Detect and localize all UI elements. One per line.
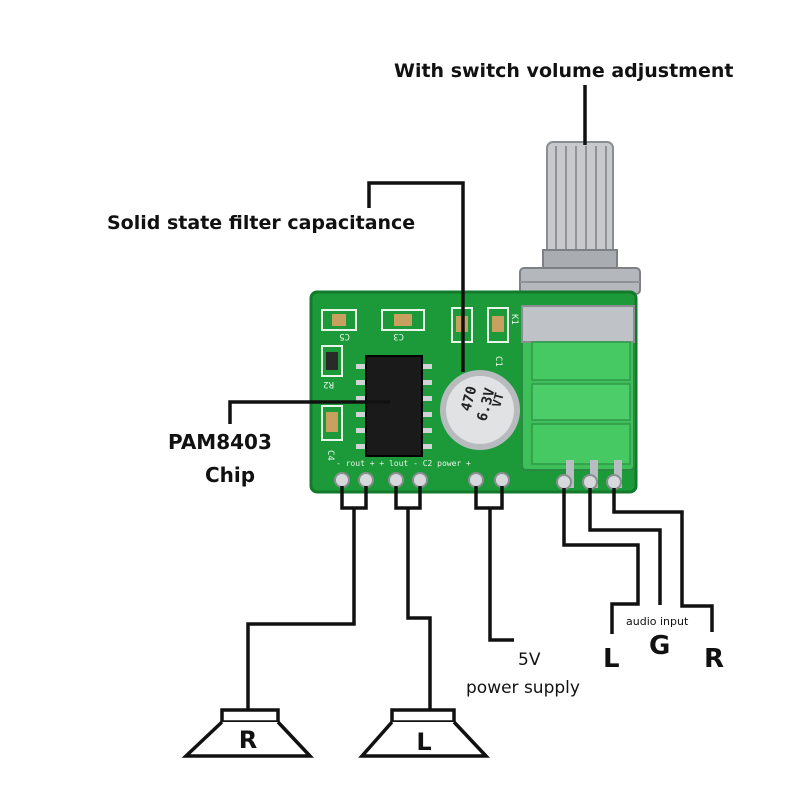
silk-r2: R2 [323, 379, 334, 389]
silk-c1: C1 [493, 356, 503, 367]
chip-leader-line [228, 400, 390, 424]
silk-c5: C5 [339, 331, 350, 341]
speaker-left-label: L [416, 728, 431, 756]
silk-terminal-legend: - rout + + lout - C2 power + [336, 459, 471, 468]
speaker-right-label: R [239, 726, 257, 754]
speaker-right: R [181, 708, 315, 758]
pam8403-chip [356, 355, 432, 457]
audio-input-g-label: G [649, 631, 670, 661]
audio-input-l-label: L [603, 644, 620, 674]
silk-c3: C3 [393, 331, 404, 341]
power-voltage-label: 5V [518, 650, 541, 670]
terminal-pads [334, 472, 622, 490]
chip-label-line1: PAM8403 [168, 430, 272, 454]
potentiometer-body [521, 305, 635, 488]
potentiometer-shaft [519, 141, 641, 295]
left-speaker-wire [394, 486, 432, 710]
power-supply-label: power supply [466, 678, 580, 698]
capacitor-leader-line [367, 181, 465, 372]
smd-components [321, 307, 509, 441]
filter-capacitor: 470 6.3V VT [440, 370, 520, 450]
audio-input-l-wire [562, 488, 640, 634]
capacitor-marking-3: VT [489, 391, 506, 409]
chip-label-line2: Chip [205, 463, 255, 487]
right-speaker-wire [246, 486, 368, 712]
power-supply-wire [474, 486, 514, 642]
audio-input-r-label: R [704, 644, 724, 674]
capacitor-label: Solid state filter capacitance [107, 212, 415, 234]
audio-input-r-wire [612, 488, 714, 632]
silk-k1: K1 [509, 314, 519, 325]
capacitor-marking-1: 470 [458, 384, 480, 413]
silk-c4: C4 [325, 450, 335, 461]
volume-adjustment-label: With switch volume adjustment [394, 60, 733, 82]
audio-input-g-wire [588, 488, 662, 605]
speaker-left: L [358, 708, 491, 758]
audio-input-label: audio input [626, 615, 689, 628]
